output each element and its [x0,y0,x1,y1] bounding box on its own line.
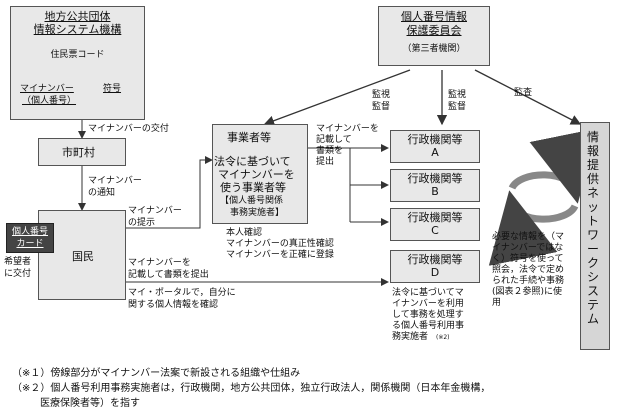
commission-title-1: 個人番号情報 [401,10,467,23]
biz-submit-label-2: 記載して [316,135,352,145]
exchange-note-1: 必要な情報を（マ [492,232,565,242]
monitor-label-2a: 監視 [448,90,467,100]
footnote-2b: 医療保険者等）を指す [40,398,140,409]
monitor-label-1a: 監視 [372,90,391,100]
agency-c-label-2: C [431,224,439,237]
record-label-2: 記載して書類を提出 [128,270,209,280]
jlis-title-2: 情報システム機構 [33,23,122,36]
business-title: 事業者等 [227,131,271,144]
agency-a-box [390,130,480,163]
monitor-label-2b: 監督 [448,102,467,112]
notify-label-1: マイナンバー [88,176,142,186]
agency-b-box [390,169,480,202]
agency-b-label-1: 行政機関等 [407,172,463,185]
kakunin-label-1: 本人確認 [226,228,263,238]
fugo-label: 符号 [103,84,122,94]
exchange-note-2: イナンバーではな [492,243,564,253]
kakunin-label-2: マイナンバーの真正性確認 [226,239,334,249]
provide-label-1: マイナンバー [128,206,182,216]
card-note-2: に交付 [4,269,32,279]
exchange-note-3: く）符号を使って [492,254,564,264]
exchange-note-7: 用 [492,298,502,308]
agency-c-label-1: 行政機関等 [407,211,463,224]
mynumber-label: マイナンバー [20,84,74,94]
d-note-sup: (※2) [436,334,450,341]
biz-submit-label-1: マイナンバーを [316,124,379,134]
agency-a-label-1: 行政機関等 [407,133,463,146]
footnote-1: （※１）傍線部分がマイナンバー法案で新設される組織や仕組み [12,368,301,379]
commission-title-2: 保護委員会 [406,24,462,37]
commission-note: （第三者機関） [402,44,466,54]
municipality-label: 市町村 [62,146,95,159]
exchange-note-5: られた手続や事務 [492,276,565,286]
monitor-label-1b: 監督 [372,102,391,112]
citizen-label: 国民 [72,250,94,263]
business-sub-2: マイナンバーを [218,168,295,181]
audit-label: 監査 [514,88,533,98]
municipality-box [38,138,126,166]
d-note-4: る個人番号利用事 [392,321,465,331]
business-sub-3: 使う事業者等 [220,181,286,194]
notify-label-2: の通知 [88,188,116,198]
agency-d-box [390,250,480,283]
portal-label-2: 関する個人情報を確認 [128,300,219,310]
footnote-2a: （※２）個人番号利用事務実施者は，行政機関，地方公共団体，独立行政法人，関係機関… [12,383,491,394]
agency-d-label-1: 行政機関等 [407,253,463,266]
agency-c-box [390,208,480,241]
kojin-bango-label: （個人番号） [22,96,77,106]
d-note-2: イナンバーを利用 [392,299,464,309]
card-note-1: 希望者 [4,257,32,267]
jlis-title-1: 地方公共団体 [44,10,111,23]
card-label-1: 個人番号 [11,227,48,237]
agency-a-label-2: A [431,146,439,159]
agency-b-label-2: B [431,185,439,198]
business-sub-1: 法令に基づいて [214,155,291,168]
exchange-note-4: 照会，法令で定め [492,265,565,275]
provide-label-2: の提示 [128,218,156,228]
record-label-1: マイナンバーを [128,258,191,268]
d-note-5: 務実施者 [392,332,429,342]
business-sub-5: 事務実施者】 [230,208,285,218]
biz-submit-label-3: 書類を [316,146,344,156]
network-box [580,122,610,350]
mynumber-card [6,223,54,253]
d-note-3: して事務を処理す [392,310,464,320]
jumin-code: 住民票コード [50,50,105,60]
business-box [212,124,308,224]
agency-d-label-2: D [430,266,440,279]
exchange-cycle-icon [488,128,599,266]
kakunin-label-3: マイナンバーを正確に登録 [226,250,334,260]
card-label-2: カード [16,239,44,249]
business-sub-4: 【個人番号関係 [220,196,284,206]
biz-submit-label-4: 提出 [316,157,335,167]
portal-label-1: マイ・ポータルで，自分に [128,288,236,298]
commission-box [378,6,490,66]
network-label: 情報提供ネットワークシステム [587,130,600,326]
issue-label: マイナンバーの交付 [88,124,169,134]
jlis-box [10,6,145,120]
d-note-1: 法令に基づいてマ [392,288,464,298]
exchange-note-6: (図表２参照)に使 [492,287,563,297]
